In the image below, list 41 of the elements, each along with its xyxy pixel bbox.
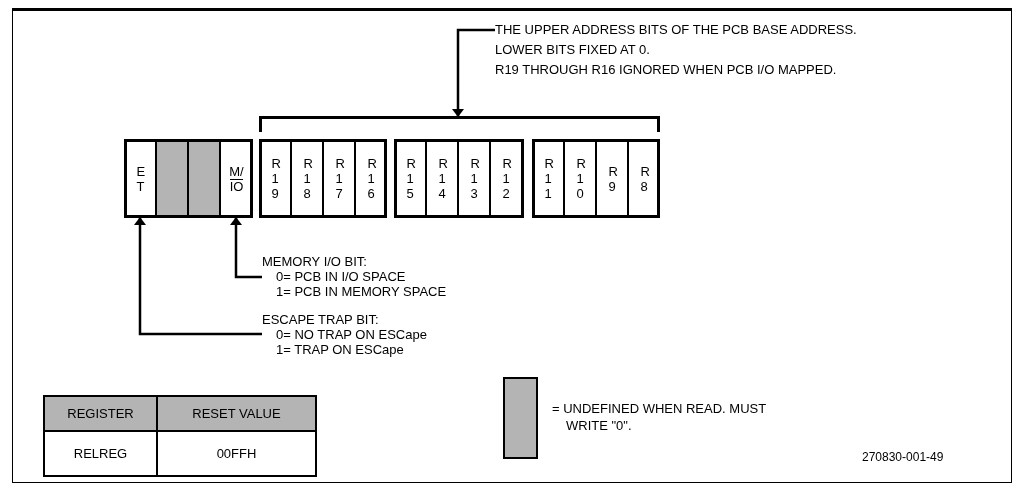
note-text: 0= PCB IN I/O SPACE [275,269,407,284]
bit-label: ET [136,163,144,194]
bit-label: R12 [502,156,510,201]
leader-arrow [230,217,262,279]
note-text: ESCAPE TRAP BIT: [262,312,380,327]
bit-cell [458,139,490,218]
leader-arrow [452,28,495,117]
bit-label: R17 [335,156,343,201]
figure-number: 270830-001-49 [862,449,944,466]
bit-label: R16 [367,156,375,201]
bit-label: R9 [608,163,616,194]
bit-cell [596,139,628,218]
header-cell: RESET VALUE [158,397,315,432]
bit-label: R19 [271,156,279,201]
bit-label: M/ IO [229,163,244,194]
bit-label: R14 [438,156,446,201]
undefined-bit [156,139,188,218]
note-text: THE UPPER ADDRESS BITS OF THE PCB BASE ADDRESS. [495,21,858,39]
table-cell: RELREG [45,432,158,475]
note-text: LOWER BITS FIXED AT 0. [495,41,651,59]
leader-arrow [134,217,262,336]
bit-label: R18 [303,156,311,201]
bit-cell [323,139,355,218]
note-text: R19 THROUGH R16 IGNORED WHEN PCB I/O MAPPED. [495,61,838,79]
bracket [259,116,660,132]
table-cell-text: 00FFH [215,444,258,463]
bit-label: R8 [640,163,648,194]
note-text: 1= TRAP ON ESCape [275,342,405,357]
note-text: 1= PCB IN MEMORY SPACE [275,284,448,299]
undefined-bit [188,139,220,218]
bit-cell [426,139,458,218]
bit-cell [291,139,323,218]
legend-text: = UNDEFINED WHEN READ. MUST WRITE "0". [552,400,767,434]
bit-cell [564,139,596,218]
bit-label: R13 [470,156,478,201]
note-text: 0= NO TRAP ON ESCape [275,327,428,342]
bit-label: R15 [406,156,414,201]
bit-label: R10 [576,156,584,201]
bit-label: R11 [544,156,552,201]
note-text: MEMORY I/O BIT: [262,254,368,269]
header-cell: REGISTER [45,397,158,432]
